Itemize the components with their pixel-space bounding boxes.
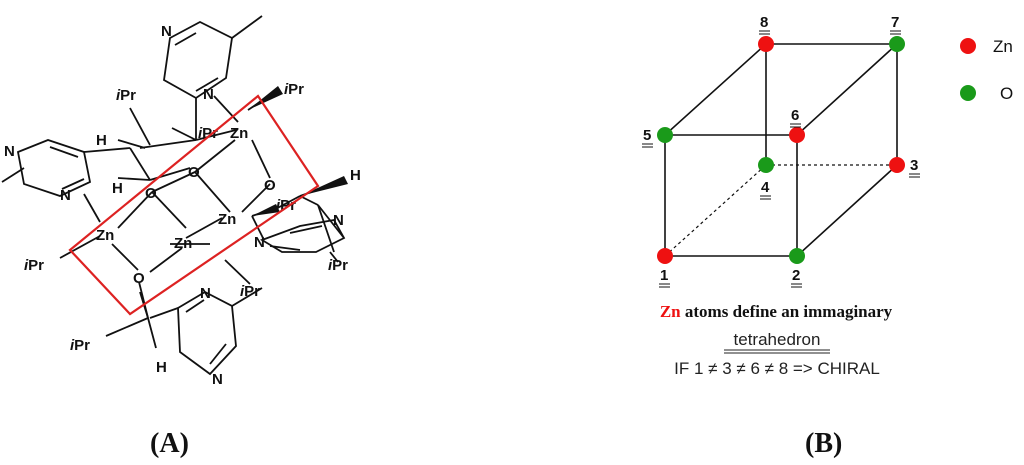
legend-o-label: O xyxy=(1000,84,1013,103)
vertex-label-3: 3 xyxy=(909,157,920,178)
o-atom: O xyxy=(145,185,157,202)
n-atom: N xyxy=(333,212,344,229)
vertex-1-zn xyxy=(657,248,673,264)
legend-zn-label: Zn xyxy=(993,37,1013,56)
vertex-label-4: 4 xyxy=(760,179,771,200)
vertex-3-zn xyxy=(889,157,905,173)
vertex-7-o xyxy=(889,36,905,52)
zn-atom: Zn xyxy=(96,227,114,244)
n-atom: N xyxy=(161,23,172,40)
ipr-group-label: iPr xyxy=(240,283,260,300)
svg-text:7: 7 xyxy=(891,14,899,31)
n-atom: N xyxy=(200,285,211,302)
ipr-group-label: iPr xyxy=(116,87,136,104)
panel-b-cube: 1 2 3 4 5 6 7 xyxy=(642,14,1013,459)
svg-text:3: 3 xyxy=(910,157,918,174)
vertex-label-1: 1 xyxy=(659,267,670,288)
o-atom: O xyxy=(188,164,200,181)
svg-text:8: 8 xyxy=(760,14,768,31)
panel-a-label: (A) xyxy=(150,428,189,459)
vertex-label-5: 5 xyxy=(642,127,653,148)
h-atom: H xyxy=(112,180,123,197)
ipr-group-label: iPr xyxy=(70,337,90,354)
pyrimidine-ring-left: N N xyxy=(1,139,131,204)
svg-text:2: 2 xyxy=(792,267,800,284)
vertex-label-2: 2 xyxy=(791,267,802,288)
svg-text:1: 1 xyxy=(660,267,668,284)
ipr-group-label: iPr xyxy=(24,257,44,274)
h-atom: H xyxy=(350,167,361,184)
panel-b-label: (B) xyxy=(805,428,842,459)
vertex-label-7: 7 xyxy=(890,14,901,35)
core-highlight-box xyxy=(68,94,320,316)
h-atom: H xyxy=(156,359,167,376)
legend-zn-marker xyxy=(960,38,976,54)
n-atom: N xyxy=(60,187,71,204)
vertex-label-8: 8 xyxy=(759,14,770,35)
ipr-group-label: iPr xyxy=(284,81,304,98)
vertex-6-zn xyxy=(789,127,805,143)
svg-text:6: 6 xyxy=(791,107,799,124)
svg-text:4: 4 xyxy=(761,179,770,196)
pyrimidine-ring-bottom: N N xyxy=(149,285,263,388)
svg-text:5: 5 xyxy=(643,127,651,144)
ipr-group-label: iPr xyxy=(198,125,218,142)
vertex-2-o xyxy=(789,248,805,264)
vertex-4-o xyxy=(758,157,774,173)
zn-atom: Zn xyxy=(230,125,248,142)
h-atom: H xyxy=(96,132,107,149)
vertex-5-o xyxy=(657,127,673,143)
alkoxide-carbons xyxy=(59,86,348,349)
panel-a-structure: N N N N N N xyxy=(1,15,361,459)
n-atom: N xyxy=(203,86,214,103)
cube-edges xyxy=(664,43,898,257)
caption-line-1: Zn atoms define an immaginary xyxy=(660,302,893,321)
vertex-8-zn xyxy=(758,36,774,52)
n-atom: N xyxy=(4,143,15,160)
zn4o4-core: Zn Zn Zn Zn O O O O xyxy=(83,95,276,319)
caption-line-3: IF 1 ≠ 3 ≠ 6 ≠ 8 => CHIRAL xyxy=(674,359,880,378)
caption-line-2: tetrahedron xyxy=(734,330,821,349)
o-atom: O xyxy=(264,177,276,194)
legend-o-marker xyxy=(960,85,976,101)
zn-atom: Zn xyxy=(174,235,192,252)
n-atom: N xyxy=(212,371,223,388)
o-atom: O xyxy=(133,270,145,287)
ipr-group-label: iPr xyxy=(328,257,348,274)
legend: Zn O xyxy=(960,37,1013,103)
zn-atom: Zn xyxy=(218,211,236,228)
vertex-label-6: 6 xyxy=(790,107,801,128)
n-atom: N xyxy=(254,234,265,251)
pyrimidine-ring-top: N N xyxy=(161,15,263,140)
